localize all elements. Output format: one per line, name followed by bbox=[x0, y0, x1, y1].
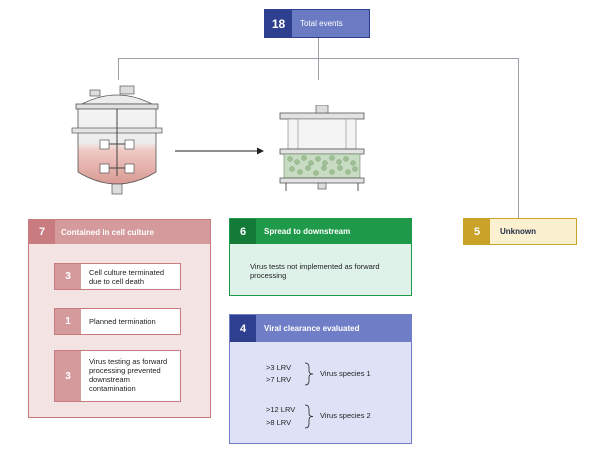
total-events-label: Total events bbox=[292, 10, 369, 37]
contained-item-2: 1 Planned termination bbox=[54, 308, 181, 335]
spread-count: 6 bbox=[230, 219, 256, 244]
connector-left-drop bbox=[118, 58, 119, 80]
clearance-group-1-lrv-2: >7 LRV bbox=[266, 375, 292, 384]
contained-count: 7 bbox=[29, 220, 55, 244]
clearance-group-2-species: Virus species 2 bbox=[320, 411, 371, 420]
clearance-group-1-lrv-1: >3 LRV bbox=[266, 363, 292, 372]
contained-item-3: 3 Virus testing as forward processing pr… bbox=[54, 350, 181, 402]
total-events-box: 18 Total events bbox=[264, 9, 370, 38]
contained-item-3-count: 3 bbox=[55, 351, 81, 401]
contained-item-1-text: Cell culture terminated due to cell deat… bbox=[89, 268, 165, 286]
connector-middle-drop bbox=[318, 58, 319, 80]
unknown-label: Unknown bbox=[500, 227, 536, 236]
contained-item-2-count: 1 bbox=[55, 309, 81, 334]
contained-label: Contained in cell culture bbox=[55, 220, 210, 244]
clearance-header: 4 Viral clearance evaluated bbox=[230, 315, 411, 342]
contained-item-2-text: Planned termination bbox=[89, 317, 156, 326]
clearance-group-1-species: Virus species 1 bbox=[320, 369, 371, 378]
clearance-group-2-lrv-2: >8 LRV bbox=[266, 418, 292, 427]
spread-label: Spread to downstream bbox=[256, 219, 411, 244]
brace-icon bbox=[304, 404, 314, 429]
spread-header: 6 Spread to downstream bbox=[230, 219, 411, 244]
connector-top-vertical bbox=[318, 38, 319, 58]
process-arrow bbox=[175, 147, 264, 155]
contained-item-1-count: 3 bbox=[55, 264, 81, 289]
clearance-panel: 4 Viral clearance evaluated bbox=[229, 314, 412, 444]
spread-panel: 6 Spread to downstream Virus tests not i… bbox=[229, 218, 412, 296]
unknown-box: 5 Unknown bbox=[463, 218, 577, 245]
total-events-count: 18 bbox=[265, 10, 292, 37]
contained-item-1: 3 Cell culture terminated due to cell de… bbox=[54, 263, 181, 290]
clearance-label: Viral clearance evaluated bbox=[256, 315, 411, 342]
chromatography-column-illustration bbox=[279, 105, 365, 191]
spread-text: Virus tests not implemented as forward p… bbox=[250, 262, 380, 280]
connector-right-drop bbox=[518, 58, 519, 218]
contained-header: 7 Contained in cell culture bbox=[29, 220, 210, 244]
brace-icon bbox=[304, 362, 314, 386]
contained-item-3-text: Virus testing as forward processing prev… bbox=[89, 357, 168, 393]
unknown-count: 5 bbox=[464, 219, 490, 244]
clearance-group-2-lrv-1: >12 LRV bbox=[266, 405, 296, 414]
bioreactor-illustration bbox=[71, 85, 163, 195]
clearance-count: 4 bbox=[230, 315, 256, 342]
